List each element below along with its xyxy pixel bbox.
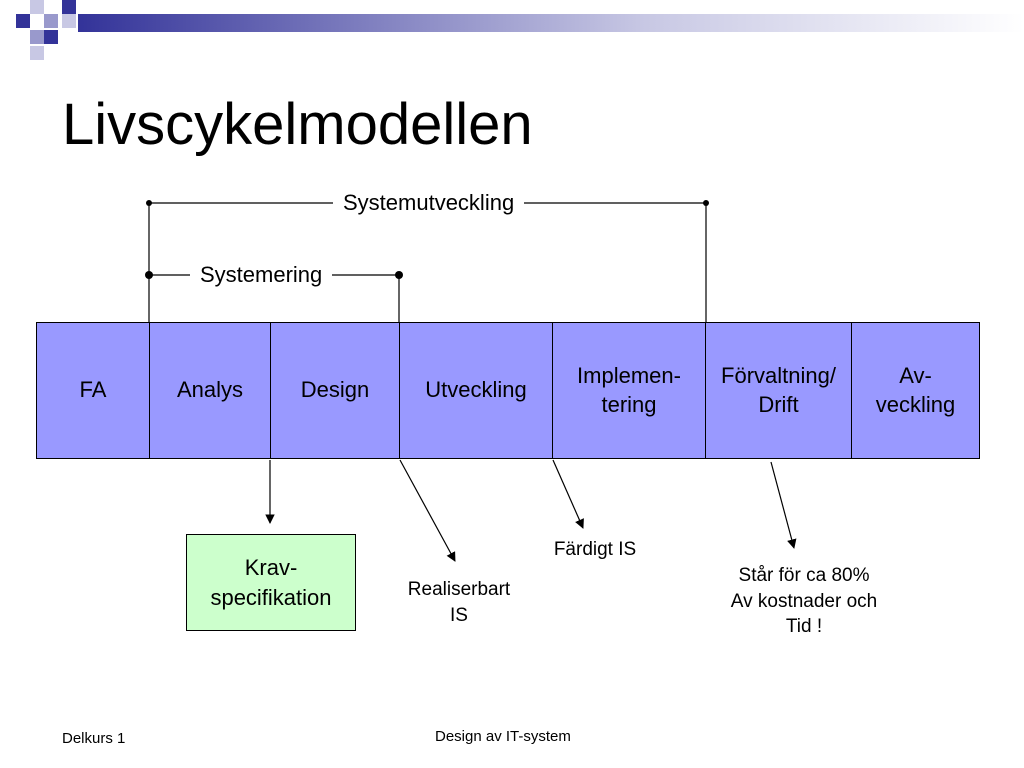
systemering-label: Systemering	[190, 262, 333, 289]
footer-left: Delkurs 1	[62, 730, 126, 747]
phase-label: FA	[79, 377, 107, 403]
bracket-dot	[703, 200, 709, 206]
kravspecifikation-label: Krav- specifikation	[210, 554, 332, 610]
lifecycle-phases: FA Analys Design Utveckling Implemen- te…	[36, 322, 980, 459]
arrow-to-fardigt	[552, 459, 584, 529]
phase-label: Av- veckling	[875, 362, 956, 417]
phase-label: Implemen- tering	[577, 362, 681, 417]
phase-label: Utveckling	[425, 377, 527, 403]
arrow-to-cost	[770, 461, 797, 549]
phase-avveckling: Av- veckling	[852, 323, 979, 458]
bracket-dot	[395, 271, 403, 279]
fardigt-is-note: Färdigt IS	[553, 539, 637, 560]
phase-forvaltning: Förvaltning/ Drift	[706, 323, 852, 458]
phase-design: Design	[271, 323, 400, 458]
systemutveckling-label: Systemutveckling	[333, 190, 525, 217]
phase-label: Analys	[176, 377, 244, 403]
slide-title: Livscykelmodellen	[62, 92, 533, 157]
phase-label: Förvaltning/ Drift	[721, 362, 836, 417]
bracket-dot	[145, 271, 153, 279]
phase-fa: FA	[37, 323, 150, 458]
kravspecifikation-box: Krav- specifikation	[186, 534, 356, 631]
phase-utveckling: Utveckling	[400, 323, 553, 458]
realiserbart-is-note: Realiserbart IS	[407, 579, 511, 626]
cost-note: Står för ca 80% Av kostnader och Tid !	[730, 565, 878, 638]
arrow-to-realiserbart	[399, 459, 456, 562]
phase-implementering: Implemen- tering	[553, 323, 706, 458]
corner-decoration	[16, 0, 1024, 60]
phase-label: Design	[300, 377, 370, 403]
footer-center: Design av IT-system	[435, 728, 571, 745]
bracket-dot	[146, 200, 152, 206]
phase-analys: Analys	[150, 323, 271, 458]
